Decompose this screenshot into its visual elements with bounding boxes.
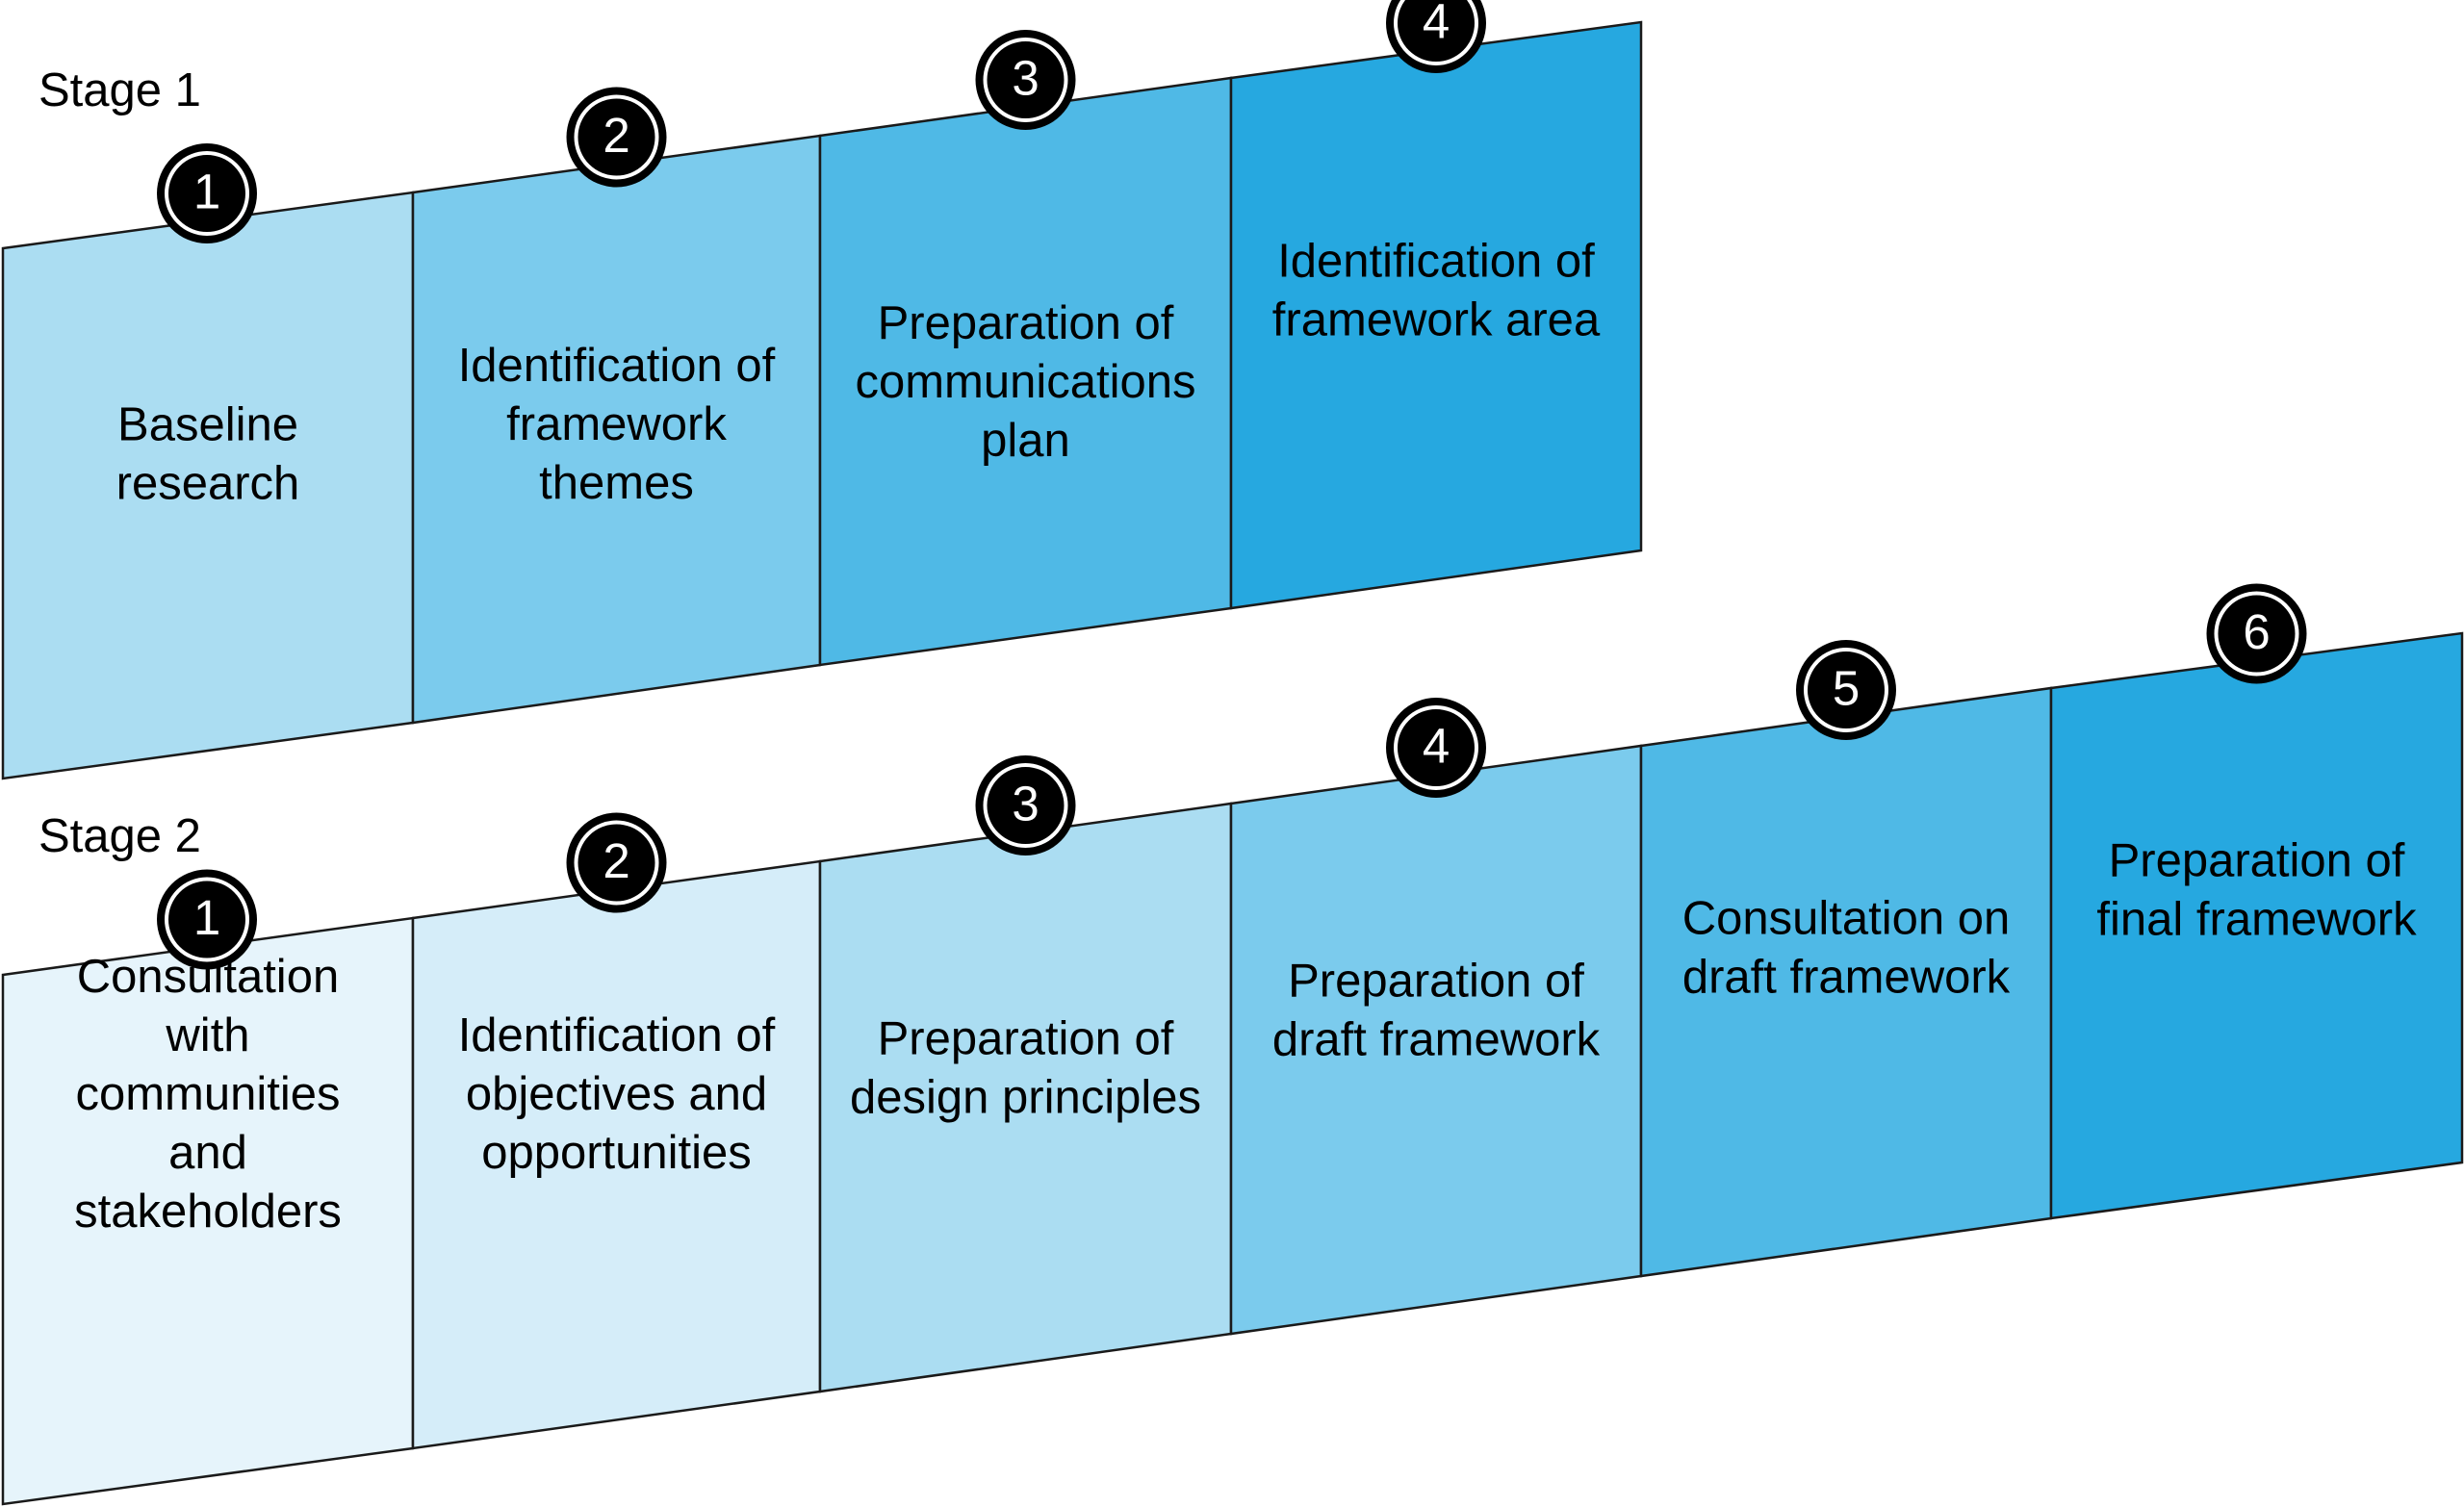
step-number: 4: [1423, 718, 1450, 773]
step-panel: [2049, 631, 2464, 1220]
step-text: Preparation of final framework: [2096, 834, 2417, 945]
step-text-line: Identification of: [458, 340, 776, 392]
step-text-line: Identification of: [458, 1009, 776, 1061]
step-text-line: final framework: [2096, 893, 2417, 945]
step-text-line: communications: [855, 356, 1195, 408]
step-text-line: draft framework: [1272, 1013, 1601, 1065]
step-text-line: draft framework: [1682, 951, 2011, 1003]
step-text: Consultation on draft framework: [1682, 892, 2011, 1003]
step-text-line: objectives and: [466, 1068, 767, 1120]
step-text-line: opportunities: [481, 1127, 752, 1179]
step-text-line: framework: [506, 398, 727, 450]
step-number: 5: [1833, 660, 1860, 715]
step-text-line: communities: [75, 1068, 340, 1120]
step-text: Preparation of draft framework: [1272, 955, 1601, 1065]
step-text-line: plan: [981, 415, 1070, 467]
step-text-line: and: [168, 1127, 247, 1179]
step-number-badge: 2: [566, 87, 667, 188]
step-number: 3: [1012, 50, 1039, 105]
step-text-line: research: [116, 457, 300, 509]
step-text: Identification of framework area: [1272, 235, 1601, 345]
step-text: Identification of framework themes: [458, 340, 776, 509]
step-panel: [1229, 20, 1643, 610]
step-number-badge: 5: [1796, 640, 1896, 740]
stage-2: Stage 2Consultationwithcommunitiesandsta…: [1, 583, 2464, 1506]
step-text-line: design principles: [850, 1071, 1201, 1123]
step-text: Baseline research: [116, 398, 300, 509]
step-number: 2: [603, 108, 629, 163]
step-number-badge: 3: [975, 755, 1076, 856]
step-number-badge: 1: [157, 143, 257, 243]
step-number: 6: [2243, 604, 2270, 659]
step-text-line: stakeholders: [74, 1186, 342, 1238]
step-text: Preparation of design principles: [850, 1012, 1201, 1123]
step-text: Identification of objectives and opportuni…: [458, 1009, 776, 1179]
stage-label: Stage 2: [38, 810, 201, 862]
step-text-line: Consultation on: [1682, 892, 2011, 944]
stage-label: Stage 1: [38, 64, 201, 116]
step-number: 1: [193, 890, 220, 945]
step-number-badge: 4: [1386, 698, 1486, 798]
step-text-line: Identification of: [1277, 235, 1595, 287]
step-number: 1: [193, 164, 220, 218]
step-text-line: themes: [539, 457, 694, 509]
step-text-line: Preparation of: [878, 297, 1174, 349]
step-text-line: with: [165, 1009, 249, 1061]
step-text-line: Baseline: [117, 398, 298, 450]
step-text-line: framework area: [1272, 294, 1601, 345]
step-text: Preparation of communications plan: [855, 297, 1195, 467]
step-text-line: Preparation of: [2109, 834, 2405, 886]
step-number-badge: 4: [1386, 0, 1486, 73]
step-number-badge: 6: [2206, 583, 2307, 684]
step-number-badge: 1: [157, 869, 257, 970]
step-text-line: Preparation of: [878, 1012, 1174, 1064]
step-number-badge: 3: [975, 30, 1076, 130]
step-number: 4: [1423, 0, 1450, 48]
step-number: 3: [1012, 776, 1039, 830]
step-number-badge: 2: [566, 812, 667, 913]
step-text-line: Preparation of: [1288, 955, 1584, 1007]
step-text: Consultationwithcommunitiesandstakeholde…: [74, 951, 342, 1238]
step-number: 2: [603, 833, 629, 888]
